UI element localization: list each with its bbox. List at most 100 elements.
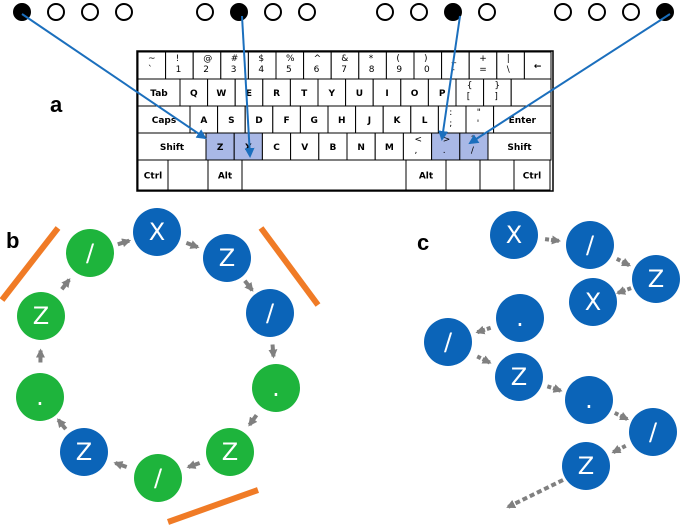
chain-node: . (565, 376, 613, 424)
keyboard-key: |\ (496, 51, 525, 80)
pointer-arrow (438, 15, 461, 141)
keyboard-key: R (262, 78, 291, 107)
inactive-dot (115, 3, 133, 21)
keyboard-key (445, 159, 481, 191)
keyboard: ~`!1@2#3$4%5^6&7*8(9)0_-+=|\←TabQWERTYUI… (136, 50, 554, 192)
key-label: T (301, 89, 308, 99)
keyboard-key: U (345, 78, 374, 107)
key-label-top: < (415, 135, 423, 145)
pointer-arrow (241, 15, 255, 158)
key-label: Alt (218, 172, 233, 182)
keyboard-key: Ctrl (513, 159, 551, 191)
keyboard-key: Alt (207, 159, 243, 191)
chain-arrow (546, 384, 563, 393)
keyboard-key: N (346, 132, 376, 161)
key-label: Ctrl (523, 172, 541, 182)
key-label-bottom: 4 (258, 65, 264, 75)
chain-node: . (496, 294, 544, 342)
keyboard-key: V (290, 132, 320, 161)
keyboard-key: O (400, 78, 429, 107)
keyboard-key: ?/ (459, 132, 489, 161)
keyboard-key: E (234, 78, 264, 107)
key-label: D (255, 116, 262, 126)
cycle-node: / (246, 289, 294, 337)
key-label: Alt (419, 172, 434, 182)
keyboard-key: >. (431, 132, 461, 161)
keyboard-key (479, 159, 515, 191)
key-label: M (385, 143, 394, 153)
key-label-top: # (231, 54, 239, 64)
cycle-node: Z (60, 428, 108, 476)
key-label: Caps (152, 116, 176, 126)
key-label: Q (190, 89, 198, 99)
keyboard-key: G (299, 105, 329, 134)
indicator-dots (13, 3, 674, 21)
key-label-bottom: 5 (286, 65, 292, 75)
cycle-node: . (252, 364, 300, 412)
keyboard-key: Z (205, 132, 235, 161)
keyboard-key: Q (179, 78, 209, 107)
keyboard-key: Alt (405, 159, 447, 191)
panel-label-a: a (50, 92, 63, 117)
keyboard-key: P (427, 78, 457, 107)
inactive-dot (478, 3, 496, 21)
chain-node-label: Z (578, 452, 594, 480)
key-label-bottom: [ (467, 92, 471, 102)
inactive-dot (298, 3, 316, 21)
key-label: Shift (507, 143, 532, 153)
keyboard-key: "' (465, 105, 495, 134)
keyboard-key (167, 159, 209, 191)
keyboard-key: }] (483, 78, 512, 107)
key-label: Tab (150, 89, 168, 99)
cycle-diagram: XZ/.Z/Z.Z/ (0, 208, 321, 525)
inactive-dot (588, 3, 606, 21)
chain-arrow (613, 411, 630, 421)
keyboard-key: Y (317, 78, 347, 107)
keyboard-key: Shift (137, 132, 207, 161)
key-label-top: ~ (148, 54, 156, 64)
panel-label-c: c (417, 230, 430, 255)
cycle-node: / (134, 454, 182, 502)
chain-node-label: / (649, 418, 658, 446)
keyboard-key: K (382, 105, 412, 134)
cycle-node: Z (203, 234, 251, 282)
key-label-bottom: 0 (424, 65, 430, 75)
key-label-top: $ (258, 54, 264, 64)
key-label: J (367, 116, 371, 126)
key-label-top: ) (424, 54, 428, 64)
key-label: P (439, 89, 446, 99)
keyboard-key: H (327, 105, 357, 134)
pointer-arrow (468, 13, 671, 145)
chain-arrow (616, 286, 632, 295)
orange-bar (166, 487, 260, 525)
active-dot (230, 3, 248, 21)
key-label: G (311, 116, 318, 126)
key-label-bottom: 6 (314, 65, 320, 75)
keyboard-key: ~` (137, 51, 167, 80)
keyboard-key (510, 78, 552, 107)
orange-bar (0, 226, 61, 302)
keyboard-key: *8 (358, 51, 387, 80)
chain-node: X (490, 211, 538, 259)
key-label-top: : (449, 108, 452, 118)
key-label: E (246, 89, 252, 99)
key-label-bottom: \ (507, 65, 511, 75)
chain-node: X (569, 278, 617, 326)
key-label: B (329, 143, 336, 153)
chain-trailing-arrow (506, 478, 564, 509)
keyboard-key: Tab (137, 78, 181, 107)
cycle-node: / (66, 229, 114, 277)
inactive-dot (554, 3, 572, 21)
keyboard-key: F (272, 105, 301, 134)
inactive-dot (47, 3, 65, 21)
cycle-arrow (186, 460, 201, 469)
keyboard-key: <, (402, 132, 433, 161)
cycle-node-label: Z (219, 244, 235, 272)
key-label-top: ^ (314, 54, 322, 64)
key-label: ← (534, 62, 542, 72)
cycle-arrow (268, 344, 278, 359)
key-label-top: > (443, 135, 451, 145)
cycle-node-label: . (272, 374, 280, 402)
key-label: H (338, 116, 346, 126)
